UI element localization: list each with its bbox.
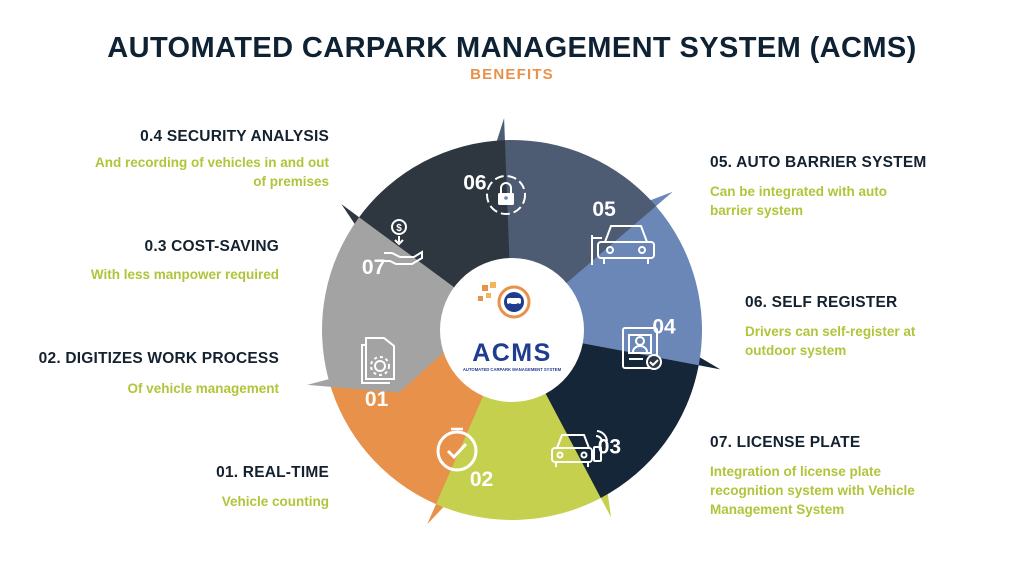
benefit-04-heading: 0.4 SECURITY ANALYSIS — [140, 128, 329, 145]
money-hand-icon: $ — [384, 219, 423, 265]
segment-03 — [543, 322, 721, 498]
center-disc — [440, 258, 584, 402]
segment-number-04: 04 — [652, 316, 676, 339]
lock-icon — [486, 175, 526, 215]
benefit-06-heading: 06. SELF REGISTER — [745, 294, 898, 311]
segment-07 — [307, 217, 458, 393]
segment-05 — [476, 118, 656, 286]
segment-number-07: 07 — [362, 256, 385, 279]
segment-number-03: 03 — [598, 436, 621, 459]
acms-logo: ACMS AUTOMATED CARPARK MANAGEMENT SYSTEM — [463, 282, 562, 372]
segment-number-06: 06 — [463, 172, 486, 195]
logo-name: ACMS — [472, 339, 552, 367]
page-title: AUTOMATED CARPARK MANAGEMENT SYSTEM (ACM… — [107, 32, 917, 64]
benefit-02-description: Of vehicle management — [127, 381, 279, 396]
car-barrier-icon — [591, 225, 655, 265]
benefit-02-heading: 02. DIGITIZES WORK PROCESS — [38, 350, 279, 367]
benefit-05-description: Can be integrated with auto barrier syst… — [710, 184, 888, 218]
document-gear-icon — [361, 337, 395, 384]
id-card-icon — [622, 327, 662, 370]
segment-number-05: 05 — [592, 198, 616, 221]
segment-number-02: 02 — [470, 468, 493, 491]
benefit-06-description: Drivers can self-register at outdoor sys… — [745, 324, 916, 358]
benefit-04-description: And recording of vehicles in and out of … — [94, 155, 329, 189]
car-emblem-icon — [478, 282, 531, 319]
benefit-01-heading: 01. REAL-TIME — [216, 464, 329, 481]
car-scan-icon — [551, 430, 608, 467]
benefit-05-heading: 05. AUTO BARRIER SYSTEM — [710, 154, 927, 171]
benefit-07-heading: 07. LICENSE PLATE — [710, 434, 861, 451]
page-subtitle: BENEFITS — [470, 66, 554, 83]
benefit-03-heading: 0.3 COST-SAVING — [144, 238, 279, 255]
check-clock-icon — [436, 427, 478, 472]
benefit-01-description: Vehicle counting — [221, 494, 329, 509]
benefit-07-description: Integration of license plate recognition… — [710, 464, 915, 517]
logo-tagline: AUTOMATED CARPARK MANAGEMENT SYSTEM — [463, 367, 562, 372]
svg-text:$: $ — [396, 223, 402, 234]
segment-number-01: 01 — [365, 388, 389, 411]
benefit-03-description: With less manpower required — [90, 267, 279, 282]
